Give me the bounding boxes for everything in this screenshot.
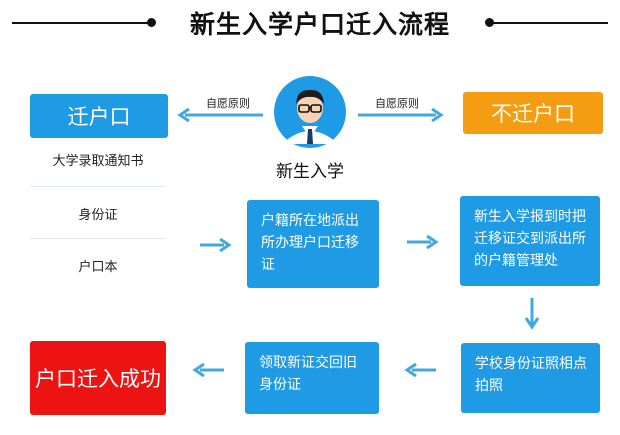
success-box: 户口迁入成功 bbox=[30, 341, 166, 415]
title-rule-left bbox=[12, 22, 152, 24]
requirement-admission-letter: 大学录取通知书 bbox=[52, 154, 144, 169]
requirement-id-card: 身份证 bbox=[78, 208, 118, 223]
arrow-right-voluntary bbox=[358, 107, 444, 123]
arrow-left-to-success bbox=[192, 362, 224, 378]
page-title: 新生入学户口迁入流程 bbox=[189, 10, 450, 39]
voluntary-label-left: 自愿原则 bbox=[206, 97, 250, 110]
arrow-right-to-step2 bbox=[407, 234, 439, 250]
requirement-household-register: 户口本 bbox=[78, 260, 118, 275]
no-move-hukou-box: 不迁户口 bbox=[463, 92, 603, 134]
step-photo: 学校身份证照相点拍照 bbox=[461, 343, 600, 413]
step-submit-certificate: 新生入学报到时把迁移证交到派出所的户籍管理处 bbox=[460, 196, 600, 286]
title-rule-right bbox=[492, 22, 608, 24]
arrow-down-to-step3 bbox=[524, 298, 540, 330]
arrow-left-voluntary bbox=[177, 107, 263, 123]
title-dot-right bbox=[485, 18, 494, 27]
student-avatar-icon bbox=[274, 76, 346, 148]
voluntary-label-right: 自愿原则 bbox=[375, 97, 419, 110]
step-migration-certificate: 户籍所在地派出所办理户口迁移证 bbox=[247, 200, 379, 288]
arrow-left-to-step4 bbox=[404, 362, 436, 378]
move-hukou-box: 迁户口 bbox=[30, 94, 168, 138]
title-dot-left bbox=[147, 18, 156, 27]
step-collect-new-id: 领取新证交回旧身份证 bbox=[245, 342, 379, 414]
divider bbox=[30, 238, 166, 239]
arrow-right-to-step1 bbox=[200, 237, 232, 253]
new-student-label: 新生入学 bbox=[276, 162, 344, 182]
divider bbox=[30, 186, 166, 187]
